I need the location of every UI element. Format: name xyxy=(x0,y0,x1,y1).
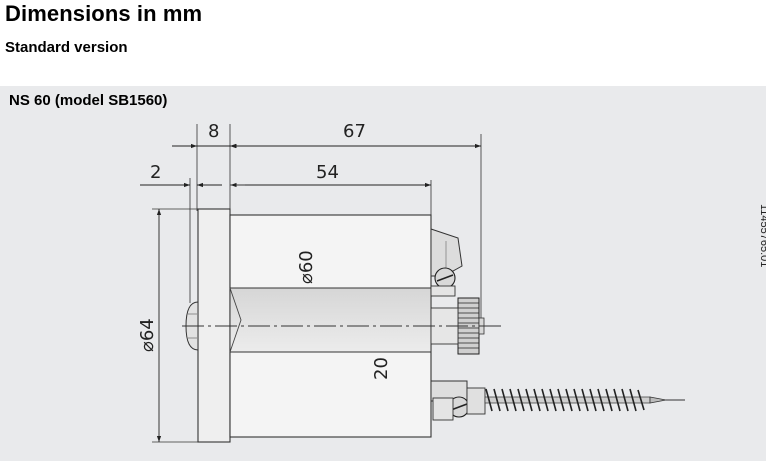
dim-flange-diameter: ⌀64 xyxy=(137,318,158,352)
page-subtitle: Standard version xyxy=(5,39,128,56)
clamp-screw-upper xyxy=(430,267,456,297)
dim-body-length: 54 xyxy=(316,162,339,183)
cable-gland xyxy=(430,380,486,421)
dim-flange-thickness: 8 xyxy=(208,121,219,142)
dim-overall-depth: 67 xyxy=(343,121,366,142)
dim-protrusion: 2 xyxy=(150,162,161,183)
shaft xyxy=(229,287,432,353)
dim-body-diameter: ⌀60 xyxy=(296,250,317,284)
technical-drawing: 8 67 2 54 ⌀60 ⌀64 20 11455765.01 xyxy=(137,121,766,443)
page-title: Dimensions in mm xyxy=(5,1,203,26)
figure-title: NS 60 (model SB1560) xyxy=(9,92,168,109)
mounting-bracket xyxy=(430,228,463,277)
figure-panel: 8 67 2 54 ⌀60 ⌀64 20 11455765.01 NS 60 (… xyxy=(0,86,766,461)
dim-offset: 20 xyxy=(371,357,392,380)
flange xyxy=(197,208,231,443)
reference-number: 11455765.01 xyxy=(758,204,766,267)
knurled-knob xyxy=(430,297,485,355)
spring-cable xyxy=(484,388,685,412)
